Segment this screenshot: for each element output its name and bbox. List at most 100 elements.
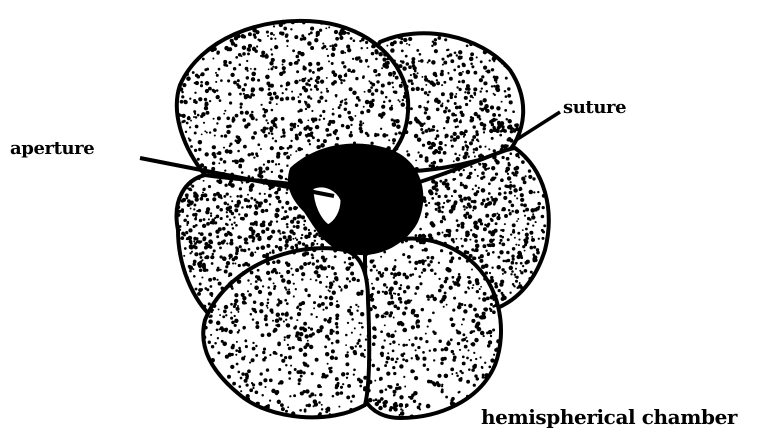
stipple-dot: [275, 390, 279, 394]
stipple-dot: [237, 79, 240, 82]
stipple-dot: [202, 58, 205, 61]
stipple-dot: [389, 107, 393, 111]
stipple-dot: [473, 221, 478, 226]
stipple-dot: [460, 238, 462, 240]
stipple-dot: [406, 106, 411, 111]
stipple-dot: [410, 107, 413, 110]
stipple-dot: [457, 342, 460, 345]
stipple-dot: [385, 64, 390, 69]
stipple-dot: [260, 87, 264, 91]
stipple-dot: [458, 273, 461, 276]
stipple-dot: [240, 180, 242, 182]
stipple-dot: [478, 218, 483, 223]
stipple-dot: [423, 199, 427, 203]
stipple-dot: [463, 136, 465, 138]
stipple-dot: [319, 281, 322, 284]
stipple-dot: [317, 68, 321, 72]
stipple-dot: [244, 262, 248, 266]
stipple-dot: [347, 68, 351, 72]
stipple-dot: [450, 339, 452, 341]
stipple-dot: [220, 286, 224, 290]
stipple-dot: [440, 249, 443, 252]
stipple-dot: [494, 177, 496, 179]
stipple-dot: [408, 261, 411, 264]
stipple-dot: [345, 266, 350, 271]
stipple-dot: [505, 95, 508, 98]
stipple-dot: [395, 119, 399, 123]
stipple-dot: [220, 79, 223, 82]
stipple-dot: [488, 330, 492, 334]
stipple-dot: [316, 329, 320, 333]
stipple-dot: [268, 88, 271, 91]
stipple-dot: [432, 381, 435, 384]
stipple-dot: [310, 46, 314, 50]
stipple-dot: [188, 182, 192, 186]
stipple-dot: [394, 259, 396, 261]
stipple-dot: [228, 353, 232, 357]
stipple-dot: [303, 226, 307, 230]
stipple-dot: [355, 77, 358, 80]
stipple-dot: [284, 339, 286, 341]
stipple-dot: [426, 116, 431, 121]
stipple-dot: [311, 372, 314, 375]
stipple-dot: [496, 212, 498, 214]
stipple-dot: [236, 34, 240, 38]
stipple-dot: [480, 202, 484, 206]
stipple-dot: [457, 391, 459, 393]
stipple-dot: [322, 110, 325, 113]
stipple-dot: [350, 306, 353, 309]
stipple-dot: [255, 224, 258, 227]
stipple-dot: [297, 59, 300, 62]
stipple-dot: [226, 211, 228, 213]
stipple-dot: [377, 73, 380, 76]
stipple-dot: [251, 308, 254, 311]
stipple-dot: [285, 410, 288, 413]
stipple-dot: [390, 294, 393, 297]
stipple-dot: [402, 99, 404, 101]
stipple-dot: [492, 129, 494, 131]
stipple-dot: [531, 215, 535, 219]
stipple-dot: [528, 175, 532, 179]
stipple-dot: [265, 167, 269, 171]
stipple-dot: [488, 148, 490, 150]
stipple-dot: [537, 202, 541, 206]
stipple-dot: [189, 126, 191, 128]
stipple-dot: [426, 368, 429, 371]
stipple-dot: [462, 362, 466, 366]
stipple-dot: [346, 395, 350, 399]
stipple-dot: [490, 276, 493, 279]
stipple-dot: [286, 152, 288, 154]
stipple-dot: [293, 206, 297, 210]
stipple-dot: [266, 253, 270, 257]
stipple-dot: [284, 356, 287, 359]
stipple-dot: [437, 374, 441, 378]
stipple-dot: [380, 46, 382, 48]
stipple-dot: [219, 99, 222, 102]
stipple-dot: [332, 47, 336, 51]
stipple-dot: [436, 108, 440, 112]
stipple-dot: [220, 135, 223, 138]
stipple-dot: [493, 239, 495, 241]
stipple-dot: [335, 94, 338, 97]
stipple-dot: [378, 52, 382, 56]
stipple-dot: [477, 175, 479, 177]
stipple-dot: [520, 262, 523, 265]
stipple-dot: [212, 197, 216, 201]
stipple-dot: [501, 292, 504, 295]
stipple-dot: [464, 129, 468, 133]
stipple-dot: [373, 69, 377, 73]
stipple-dot: [411, 310, 415, 314]
stipple-dot: [345, 354, 349, 358]
stipple-dot: [453, 119, 457, 123]
stipple-dot: [414, 167, 419, 172]
stipple-dot: [359, 379, 363, 383]
stipple-dot: [180, 100, 184, 104]
stipple-dot: [268, 291, 272, 295]
stipple-dot: [252, 47, 256, 51]
stipple-dot: [235, 224, 238, 227]
stipple-dot: [481, 272, 483, 274]
stipple-dot: [203, 188, 205, 190]
stipple-dot: [393, 372, 396, 375]
stipple-dot: [296, 239, 298, 241]
stipple-dot: [256, 233, 260, 237]
